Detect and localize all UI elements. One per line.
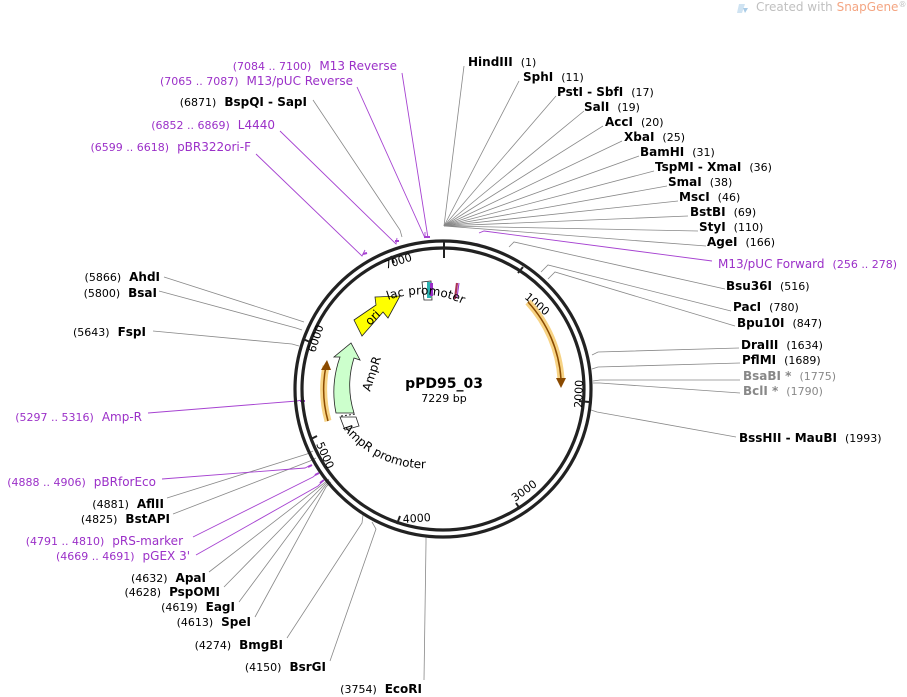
site-bstbi[interactable]: BstBI(69) [690,205,756,219]
site-hindiii[interactable]: HindIII(1) [468,55,536,69]
site-bmgbi[interactable]: (4274)BmgBI [195,638,283,652]
site-tspmi[interactable]: TspMI - XmaI(36) [655,160,772,174]
tick-marks [302,241,590,525]
feature-ampr-promoter: AmpR promoter [339,413,426,471]
primer-pbr322ori-f[interactable]: (6599 .. 6618)pBR322ori-F [91,140,252,154]
site-pspomi[interactable]: (4628)PspOMI [124,585,220,599]
site-smai[interactable]: SmaI(38) [668,175,732,189]
snapgene-logo-icon [737,4,748,13]
tick-label-2000: 2000 [572,380,586,408]
primer-pgex3[interactable]: (4669 .. 4691)pGEX 3' [56,549,190,563]
svg-text:Created with SnapGene®: Created with SnapGene® [756,0,906,14]
tick-label-7000: 7000 [383,251,414,272]
site-bsu36i[interactable]: Bsu36I(516) [726,279,810,293]
primer-amp-r[interactable]: (5297 .. 5316)Amp-R [15,410,142,424]
site-paci[interactable]: PacI(780) [733,300,799,314]
feature-ampr: AmpR [332,342,384,414]
site-bsai[interactable]: (5800)BsaI [84,286,157,300]
feature-label-lac-promoter: lac promoter [384,283,467,306]
plasmid-name: pPD95_03 [405,376,483,392]
site-fspi[interactable]: (5643)FspI [73,325,146,339]
site-bcli[interactable]: BclI *(1790) [743,384,823,398]
site-bamhi[interactable]: BamHI(31) [640,145,715,159]
primer-m13-reverse[interactable]: (7084 .. 7100)M13 Reverse [233,59,397,73]
primer-prs-marker[interactable]: (4791 .. 4810)pRS-marker [26,534,183,548]
tick-label-3000: 3000 [509,477,539,504]
watermark: Created with SnapGene® [737,0,906,14]
feature-label-ampr: AmpR [360,354,384,392]
watermark-reg: ® [898,0,906,9]
primer-labels: (7084 .. 7100)M13 Reverse (7065 .. 7087)… [7,59,897,563]
plasmid-center-label: pPD95_03 7229 bp [405,376,483,405]
primer-m13-puc-reverse[interactable]: (7065 .. 7087)M13/pUC Reverse [160,74,353,88]
feature-arcs [320,299,566,422]
site-bspqi[interactable]: (6871)BspQI - SapI [180,95,307,109]
watermark-prefix: Created with [756,0,837,14]
site-ahdi[interactable]: (5866)AhdI [85,270,160,284]
primer-l4440[interactable]: (6852 .. 6869)L4440 [151,118,275,132]
site-agei[interactable]: AgeI(166) [707,235,775,249]
site-sphi[interactable]: SphI(11) [523,70,584,84]
site-spei[interactable]: (4613)SpeI [177,615,251,629]
site-aflii[interactable]: (4881)AflII [92,497,164,511]
site-bsabi[interactable]: BsaBI *(1775) [743,369,836,383]
plasmid-size: 7229 bp [421,392,466,405]
site-acci[interactable]: AccI(20) [605,115,664,129]
site-eagi[interactable]: (4619)EagI [161,600,235,614]
site-apai[interactable]: (4632)ApaI [131,571,206,585]
feature-label-ampr-promoter: AmpR promoter [341,421,426,471]
restriction-sites: HindIII(1) SphI(11) PstI - SbfI(17) SalI… [73,55,882,696]
site-sali[interactable]: SalI(19) [584,100,640,114]
site-bsshii[interactable]: BssHII - MauBI(1993) [739,431,882,445]
site-ecori[interactable]: (3754)EcoRI [340,682,422,696]
site-msci[interactable]: MscI(46) [679,190,740,204]
site-bpu10i[interactable]: Bpu10I(847) [737,316,822,330]
site-bsrgi[interactable]: (4150)BsrGI [245,660,326,674]
tick-label-4000: 4000 [402,511,431,526]
primer-m13-puc-forward[interactable]: M13/pUC Forward(256 .. 278) [718,257,897,271]
feature-ori: ori [353,295,401,337]
feature-lac-promoter: lac promoter [384,280,467,307]
leader-lines [152,65,741,681]
site-psti[interactable]: PstI - SbfI(17) [557,85,654,99]
primer-pbrforeco[interactable]: (4888 .. 4906)pBRforEco [7,475,156,489]
site-xbai[interactable]: XbaI(25) [624,130,685,144]
site-bstapi[interactable]: (4825)BstAPI [81,512,170,526]
site-draiii[interactable]: DraIII(1634) [741,338,823,352]
site-pflmi[interactable]: PflMI(1689) [742,353,821,367]
watermark-brand: SnapGene [837,0,899,14]
site-styi[interactable]: StyI(110) [699,220,763,234]
